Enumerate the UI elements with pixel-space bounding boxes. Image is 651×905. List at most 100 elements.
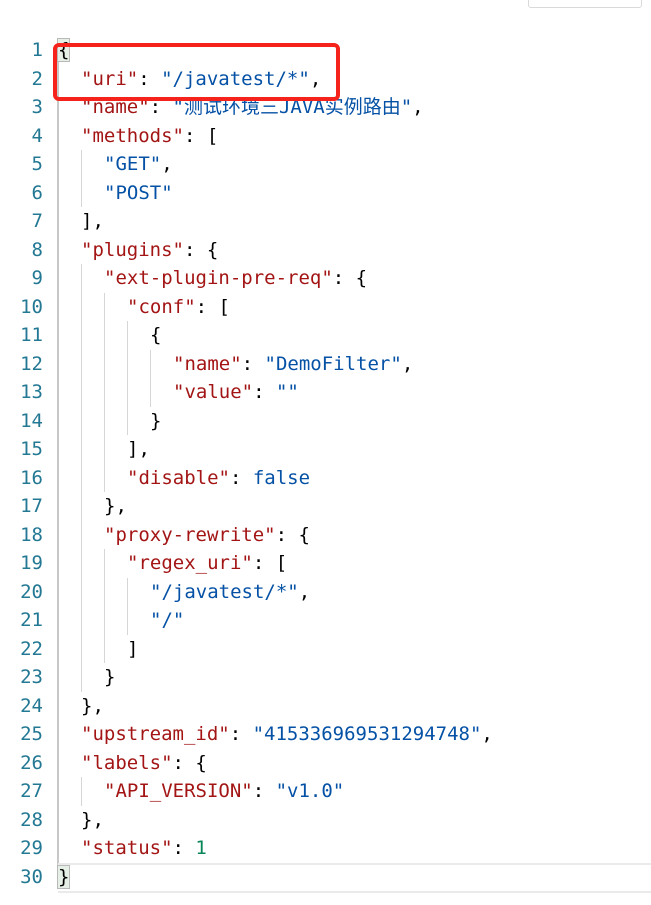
code-line[interactable]: 1{: [0, 36, 651, 65]
json-punctuation: :: [229, 466, 253, 489]
line-number: 24: [20, 694, 43, 717]
line-number: 14: [20, 409, 43, 432]
code-line[interactable]: 18"proxy-rewrite": {: [0, 520, 651, 550]
code-line[interactable]: 13"value": "": [0, 378, 651, 407]
code-line[interactable]: 9"ext-plugin-pre-req": {: [0, 264, 651, 293]
indent-guide: [81, 349, 82, 378]
json-string: "/javatest/*": [161, 67, 310, 90]
code-line[interactable]: 25"upstream_id": "415336969531294748",: [0, 720, 651, 749]
indent-guide-root: [57, 62, 59, 867]
indent-guide: [81, 549, 82, 578]
code-line[interactable]: 26 "labels": {: [0, 749, 651, 778]
line-number: 5: [31, 153, 43, 175]
code-content: "proxy-rewrite": {: [104, 521, 310, 550]
indent-guide: [127, 321, 128, 350]
code-content: ]: [127, 635, 138, 664]
code-line[interactable]: 12"name": "DemoFilter",: [0, 349, 651, 378]
code-line[interactable]: 10"conf": [: [0, 292, 651, 321]
indent-guide: [81, 435, 82, 464]
line-number: 25: [20, 723, 43, 745]
json-code-editor[interactable]: 1{2"uri": "/javatest/*",3"name": "测试环境三J…: [0, 36, 651, 896]
code-line[interactable]: 24},: [0, 692, 651, 721]
code-line[interactable]: 27"API_VERSION": "v1.0": [0, 777, 651, 806]
code-content: "GET",: [104, 150, 173, 179]
code-content: "ext-plugin-pre-req": {: [104, 264, 367, 293]
json-string: "测试环境三JAVA实例路由": [172, 96, 413, 118]
code-line[interactable]: 4"methods": [: [0, 122, 651, 151]
line-number: 16: [20, 466, 43, 489]
code-line[interactable]: 14}: [0, 406, 651, 435]
json-key: "status": [81, 837, 173, 859]
code-content: "labels": {: [81, 749, 207, 778]
json-punctuation: }: [104, 666, 116, 688]
code-line[interactable]: 3"name": "测试环境三JAVA实例路由",: [0, 93, 651, 122]
json-string: "": [275, 381, 299, 403]
indent-guide: [127, 606, 128, 635]
indent-guide: [81, 577, 82, 606]
code-line[interactable]: 19"regex_uri": [: [0, 549, 651, 578]
json-punctuation: :: [253, 381, 276, 403]
code-line[interactable]: 28},: [0, 806, 651, 835]
json-string: "/": [150, 609, 185, 631]
json-string: "415336969531294748": [252, 723, 482, 745]
json-string: "POST": [104, 181, 173, 204]
line-number: 6: [31, 181, 43, 204]
code-line[interactable]: 16"disable": false: [0, 463, 651, 492]
line-number: 10: [20, 295, 43, 318]
indent-guide: [81, 663, 82, 692]
code-content: "/javatest/*",: [150, 578, 310, 607]
indent-guide: [81, 463, 82, 492]
top-right-control[interactable]: [528, 0, 642, 8]
code-line[interactable]: 17},: [0, 492, 651, 521]
line-number: 4: [31, 124, 43, 147]
indent-guide: [150, 349, 151, 378]
line-number: 19: [20, 552, 43, 574]
json-key: "uri": [81, 67, 139, 90]
indent-guide: [81, 634, 82, 663]
code-content: "/": [150, 606, 184, 635]
json-punctuation: : [: [195, 295, 230, 318]
line-number: 1: [31, 39, 43, 61]
indent-guide: [104, 321, 105, 350]
json-punctuation: :: [149, 96, 173, 118]
json-key: "ext-plugin-pre-req": [104, 267, 333, 289]
json-punctuation: },: [104, 495, 127, 517]
line-number: 28: [20, 808, 43, 831]
code-line[interactable]: 20"/javatest/*",: [0, 577, 651, 607]
indent-guide: [104, 577, 105, 606]
json-punctuation: :: [241, 352, 265, 375]
code-line[interactable]: 21"/": [0, 606, 651, 635]
code-line[interactable]: 6 "POST": [0, 178, 651, 208]
code-line[interactable]: 23}: [0, 663, 651, 692]
json-key: "value": [173, 381, 254, 403]
code-content: ],: [81, 207, 104, 236]
code-content: "POST": [104, 179, 173, 208]
code-line[interactable]: 22]: [0, 634, 651, 664]
indent-guide: [81, 406, 82, 435]
json-punctuation: : {: [275, 523, 310, 546]
code-line[interactable]: 7],: [0, 207, 651, 236]
code-line[interactable]: 5 "GET",: [0, 150, 651, 179]
json-punctuation: }: [56, 864, 71, 889]
code-content: {: [56, 36, 71, 65]
json-punctuation: {: [56, 38, 71, 62]
code-line[interactable]: 30}: [0, 862, 651, 893]
line-number: 12: [20, 352, 43, 375]
indent-guide: [127, 378, 128, 407]
json-key: "proxy-rewrite": [104, 523, 276, 546]
line-number: 26: [20, 751, 43, 774]
code-line[interactable]: 15],: [0, 435, 651, 464]
indent-guide: [81, 777, 82, 806]
code-line[interactable]: 8"plugins": {: [0, 236, 651, 265]
json-punctuation: ,: [481, 723, 493, 745]
json-punctuation: ]: [127, 637, 139, 660]
json-key: "upstream_id": [81, 723, 230, 745]
json-punctuation: : {: [332, 267, 368, 289]
code-line[interactable]: 11{: [0, 321, 651, 350]
json-punctuation: ],: [127, 438, 150, 460]
code-line[interactable]: 29"status": 1: [0, 834, 651, 863]
json-punctuation: ,: [412, 96, 424, 118]
code-line[interactable]: 2"uri": "/javatest/*",: [0, 65, 651, 94]
indent-guide: [104, 435, 105, 464]
json-string: "/javatest/*": [150, 580, 299, 603]
